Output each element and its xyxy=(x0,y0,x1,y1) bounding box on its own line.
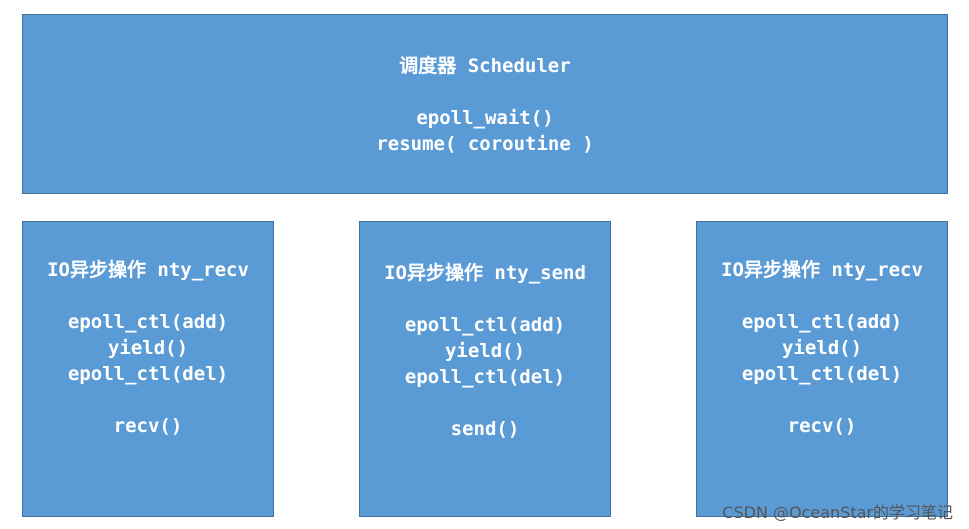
watermark: CSDN @OceanStar的学习笔记 xyxy=(722,503,953,522)
task-line-epoll-ctl-del: epoll_ctl(del) xyxy=(404,366,566,388)
task-line-epoll-ctl-add: epoll_ctl(add) xyxy=(404,314,566,336)
scheduler-line-resume: resume( coroutine ) xyxy=(376,133,594,155)
task-title: IO异步操作 nty_recv xyxy=(47,259,249,281)
task-box-nty-send: IO异步操作 nty_send epoll_ctl(add) yield() e… xyxy=(359,221,611,517)
task-line-yield: yield() xyxy=(107,337,189,359)
task-line-yield: yield() xyxy=(444,340,526,362)
task-title: IO异步操作 nty_send xyxy=(384,262,586,284)
task-title: IO异步操作 nty_recv xyxy=(721,259,923,281)
scheduler-box: 调度器 Scheduler epoll_wait() resume( corou… xyxy=(22,14,948,194)
scheduler-line-epoll-wait: epoll_wait() xyxy=(416,107,554,129)
task-line-call: recv() xyxy=(113,415,183,437)
task-box-nty-recv-2: IO异步操作 nty_recv epoll_ctl(add) yield() e… xyxy=(696,221,948,517)
task-line-epoll-ctl-add: epoll_ctl(add) xyxy=(741,311,903,333)
scheduler-title: 调度器 Scheduler xyxy=(399,55,571,77)
task-line-epoll-ctl-del: epoll_ctl(del) xyxy=(67,363,229,385)
task-line-call: recv() xyxy=(787,415,857,437)
task-line-yield: yield() xyxy=(781,337,863,359)
task-line-call: send() xyxy=(450,418,520,440)
task-line-epoll-ctl-del: epoll_ctl(del) xyxy=(741,363,903,385)
task-box-nty-recv-1: IO异步操作 nty_recv epoll_ctl(add) yield() e… xyxy=(22,221,274,517)
task-line-epoll-ctl-add: epoll_ctl(add) xyxy=(67,311,229,333)
